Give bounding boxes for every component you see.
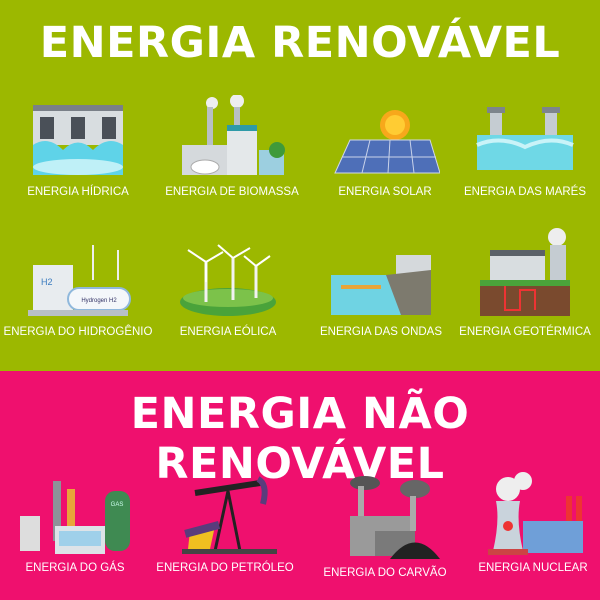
hydro-dam-icon [33, 105, 123, 175]
item-oil: ENERGIA DO PETRÓLEO [150, 471, 300, 576]
hydrogen-plant-icon: H2 Hydrogen H2 [28, 245, 131, 316]
non-renewable-section: ENERGIA NÃO RENOVÁVEL GAS ENERGIA DO GÁS… [0, 371, 600, 600]
gas-plant-icon: GAS [20, 481, 130, 554]
nuclear-plant-icon [488, 472, 583, 555]
item-label: ENERGIA NUCLEAR [478, 562, 588, 574]
wave-plant-icon [331, 255, 431, 315]
geothermal-plant-icon [480, 228, 570, 316]
non-renewable-title: ENERGIA NÃO RENOVÁVEL [130, 389, 470, 489]
item-coal: ENERGIA DO CARVÃO [310, 471, 460, 581]
item-wind: ENERGIA EÓLICA [153, 240, 303, 340]
tidal-plant-icon [476, 107, 574, 170]
coal-plant-icon [350, 476, 440, 559]
wind-turbine-icon [180, 244, 276, 316]
item-tidal: ENERGIA DAS MARÉS [450, 95, 600, 200]
item-label: ENERGIA DE BIOMASSA [165, 186, 299, 198]
item-label: ENERGIA DO GÁS [25, 562, 125, 574]
item-label: ENERGIA EÓLICA [179, 326, 277, 338]
item-nuclear: ENERGIA NUCLEAR [458, 471, 600, 576]
renewable-section: ENERGIA RENOVÁVEL ENERGIA HÍDRICA ENERGI… [0, 0, 600, 371]
biomass-plant-icon [182, 95, 285, 175]
item-label: ENERGIA DO HIDROGÊNIO [3, 326, 153, 338]
h2-label: H2 [41, 277, 53, 287]
renewable-title: ENERGIA RENOVÁVEL [39, 18, 561, 68]
item-solar: ENERGIA SOLAR [310, 95, 460, 200]
oil-pump-icon [182, 476, 277, 554]
item-biomass: ENERGIA DE BIOMASSA [157, 95, 307, 200]
item-waves: ENERGIA DAS ONDAS [306, 240, 456, 340]
tank-label: Hydrogen H2 [81, 298, 117, 304]
item-label: ENERGIA DO CARVÃO [323, 567, 447, 579]
tank-label: GAS [111, 502, 124, 508]
item-label: ENERGIA HÍDRICA [27, 186, 129, 198]
item-label: ENERGIA GEOTÉRMICA [459, 326, 591, 338]
item-hydro: ENERGIA HÍDRICA [3, 95, 153, 200]
item-geothermal: ENERGIA GEOTÉRMICA [450, 225, 600, 340]
item-hydrogen: H2 Hydrogen H2 ENERGIA DO HIDROGÊNIO [3, 240, 153, 340]
item-label: ENERGIA SOLAR [338, 186, 432, 198]
solar-panel-icon [334, 110, 440, 174]
item-label: ENERGIA DO PETRÓLEO [156, 562, 294, 574]
item-label: ENERGIA DAS MARÉS [463, 186, 587, 198]
item-label: ENERGIA DAS ONDAS [319, 326, 443, 338]
item-gas: GAS ENERGIA DO GÁS [0, 471, 150, 576]
